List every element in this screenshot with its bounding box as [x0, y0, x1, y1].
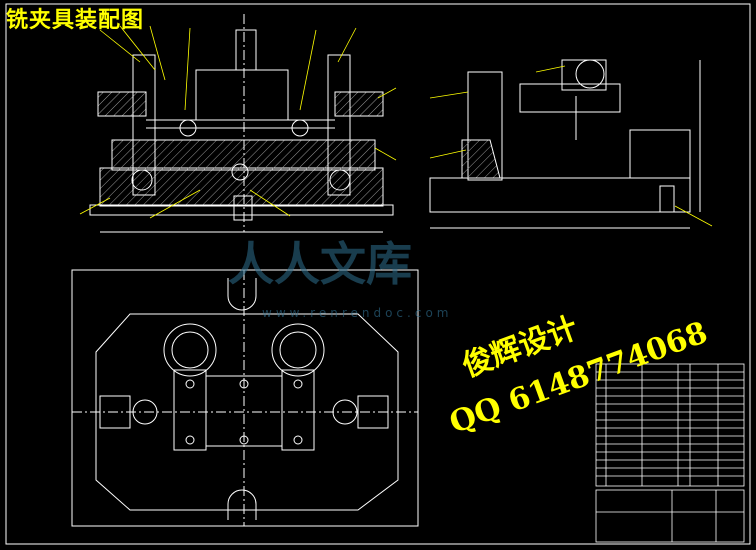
right-clamp-arm [334, 91, 384, 117]
center-pin [231, 163, 249, 181]
top-left-bore-inner [171, 331, 209, 369]
top-left-tab [99, 395, 131, 429]
top-view [71, 269, 419, 527]
front-view [89, 14, 394, 233]
right-support-ball [291, 119, 309, 137]
side-bracket [561, 59, 607, 91]
left-clamp-arm [97, 91, 147, 117]
left-stud [132, 54, 156, 196]
top-slot-lower [227, 489, 257, 520]
side-bolt [659, 185, 675, 213]
drawing-frame [5, 3, 751, 545]
side-locator [461, 139, 501, 179]
top-slot-upper [227, 278, 257, 311]
top-right-tab [357, 395, 389, 429]
top-screw [293, 379, 303, 389]
top-base-outline [95, 313, 399, 511]
side-block [629, 129, 691, 179]
top-screw [185, 379, 195, 389]
front-leaders [79, 25, 397, 219]
side-view [429, 59, 701, 229]
left-support-ball [179, 119, 197, 137]
side-leaders [429, 65, 713, 227]
top-screw [293, 435, 303, 445]
title-block [595, 489, 745, 543]
workpiece [195, 69, 289, 121]
base-flange [89, 204, 394, 216]
top-right-bore [271, 323, 325, 377]
drawing-title: 铣夹具装配图 [6, 8, 145, 33]
workpiece-boss [235, 29, 257, 71]
top-outer-frame [71, 269, 419, 527]
side-base [429, 177, 691, 213]
top-right-bore-inner [279, 331, 317, 369]
top-left-bore [163, 323, 217, 377]
left-pin [131, 169, 153, 191]
top-screw [185, 435, 195, 445]
base-plate [99, 167, 384, 207]
locating-key [233, 195, 253, 221]
parts-list [595, 363, 745, 543]
side-clamp-plate [519, 83, 621, 113]
right-pin [329, 169, 351, 191]
renrendoc-logo-watermark: 人人文库 [228, 237, 412, 291]
parts-list-table [595, 363, 745, 487]
top-left-support [173, 369, 207, 451]
right-stud [327, 54, 351, 196]
renrendoc-url-watermark: www.renrendoc.com [262, 306, 453, 320]
side-upright [467, 71, 503, 181]
top-right-support [281, 369, 315, 451]
